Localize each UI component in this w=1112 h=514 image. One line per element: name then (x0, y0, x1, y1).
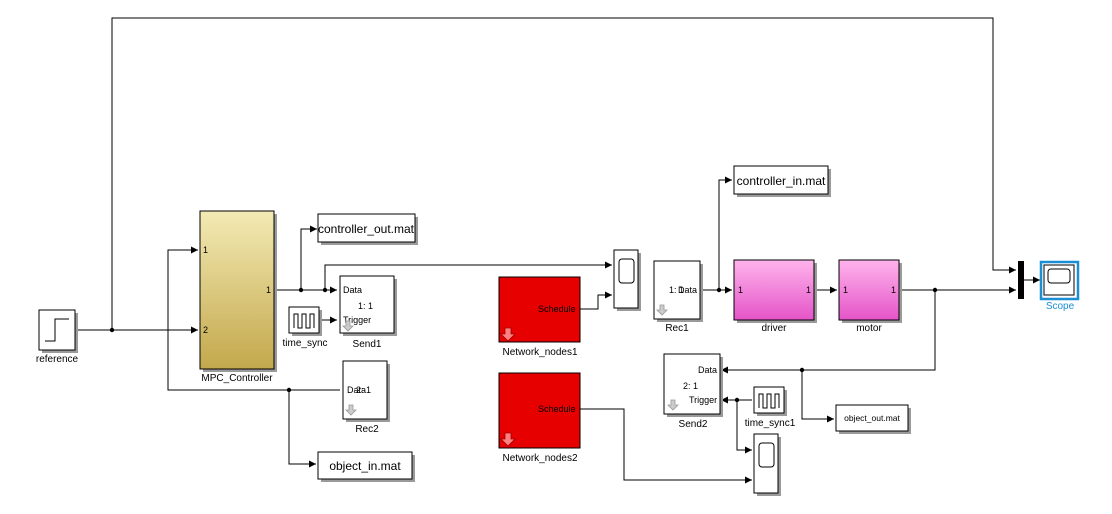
send1-trigger-label: Trigger (343, 315, 371, 325)
wire-net1-to-scope-top[interactable] (580, 291, 612, 310)
network2-schedule-label: Schedule (538, 404, 576, 414)
signal-lines (76, 17, 1040, 484)
wire-net2-to-scope-bottom[interactable] (580, 408, 752, 484)
mpc-in1-label: 1 (203, 245, 208, 255)
send2-label: Send2 (679, 419, 708, 430)
scope-screen-icon (758, 442, 775, 468)
send1-block[interactable]: Data 1: 1 Trigger Send1 (339, 275, 397, 350)
motor-in1-label: 1 (843, 285, 848, 295)
object-out-text: object_out.mat (844, 413, 900, 423)
send2-block[interactable]: Data 2: 1 Trigger Send2 (663, 353, 723, 430)
mpc-controller-block[interactable]: 1 2 1 MPC_Controller (199, 210, 277, 384)
rec1-block[interactable]: 1: 1 Data Rec1 (653, 260, 703, 334)
rec2-data-label: Data (347, 385, 366, 395)
wire-to-object-out[interactable] (801, 370, 834, 423)
reference-block[interactable]: reference (36, 309, 79, 365)
network-nodes2-block[interactable]: Schedule Network_nodes2 (498, 372, 581, 464)
step-icon (45, 318, 69, 342)
send2-mid-label: 2: 1 (683, 381, 698, 391)
controller-out-text: controller_out.mat (318, 222, 415, 236)
wire-timesync1-to-scope-bottom[interactable] (736, 400, 752, 454)
motor-block[interactable]: 1 1 motor (838, 259, 902, 334)
controller-in-text: controller_in.mat (737, 174, 826, 188)
rec2-block[interactable]: Data 2: 1 Rec2 (342, 360, 390, 435)
send2-trigger-label: Trigger (689, 395, 717, 405)
reference-label: reference (36, 354, 79, 365)
scope-top-block[interactable] (613, 249, 641, 311)
object-in-text: object_in.mat (329, 459, 401, 473)
down-arrow-icon (345, 404, 357, 416)
mux-bar (1018, 261, 1024, 299)
rec1-mid-label: 1: 1 (669, 285, 684, 295)
pulse-icon (293, 313, 315, 329)
wire-rec2-to-mpc-in1[interactable] (167, 246, 340, 391)
scope-screen-icon (1047, 268, 1071, 284)
rec2-label: Rec2 (355, 424, 379, 435)
object-out-file-block[interactable]: object_out.mat (835, 404, 911, 434)
controller-in-file-block[interactable]: controller_in.mat (733, 165, 831, 197)
driver-in1-label: 1 (738, 285, 743, 295)
network-nodes1-block[interactable]: Schedule Network_nodes1 (498, 276, 581, 358)
time-sync1-label: time_sync1 (745, 418, 796, 429)
motor-label: motor (856, 323, 882, 334)
rec1-label: Rec1 (665, 323, 689, 334)
driver-out1-label: 1 (806, 285, 811, 295)
wire-rec1-to-controller-in[interactable] (718, 176, 732, 290)
scope-block[interactable]: Scope (1039, 260, 1080, 312)
send2-data-label: Data (698, 365, 717, 375)
down-arrow-icon (342, 320, 354, 332)
junction-dots (109, 287, 938, 403)
time-sync-block[interactable]: time_sync (282, 306, 328, 349)
time-sync-label: time_sync (282, 338, 327, 349)
object-in-file-block[interactable]: object_in.mat (317, 451, 415, 482)
wire-motor-to-send2-data[interactable] (721, 290, 936, 374)
wire-reference-to-mux[interactable] (111, 17, 1016, 330)
down-arrow-icon (656, 304, 668, 316)
mux-block[interactable] (1018, 261, 1024, 299)
controller-out-file-block[interactable]: controller_out.mat (317, 213, 418, 245)
network1-schedule-label: Schedule (538, 304, 576, 314)
down-arrow-icon (500, 432, 516, 447)
down-arrow-icon (667, 399, 679, 411)
time-sync1-block[interactable]: time_sync1 (745, 386, 796, 429)
driver-block[interactable]: 1 1 driver (733, 259, 817, 334)
wire-rec2-to-object-in[interactable] (288, 390, 316, 468)
wire-to-scope-top[interactable] (324, 261, 612, 290)
send1-mid-label: 1: 1 (358, 301, 373, 311)
mpc-out1-label: 1 (266, 285, 271, 295)
network2-label: Network_nodes2 (502, 453, 577, 464)
send1-data-label: Data (343, 285, 362, 295)
rec1-data-label: Data (678, 285, 697, 295)
send1-label: Send1 (353, 339, 382, 350)
scope-bottom-block[interactable] (753, 433, 781, 496)
scope-screen-icon (618, 258, 635, 284)
rec2-mid-label: 2: 1 (356, 385, 371, 395)
wire-mpc-to-controller-out[interactable] (275, 225, 317, 291)
scope-label: Scope (1046, 301, 1075, 312)
down-arrow-icon (500, 327, 516, 342)
driver-label: driver (761, 323, 787, 334)
pulse-icon (758, 393, 780, 409)
mpc-in2-label: 2 (203, 325, 208, 335)
mpc-label: MPC_Controller (201, 373, 273, 384)
motor-out1-label: 1 (891, 285, 896, 295)
network1-label: Network_nodes1 (502, 347, 577, 358)
